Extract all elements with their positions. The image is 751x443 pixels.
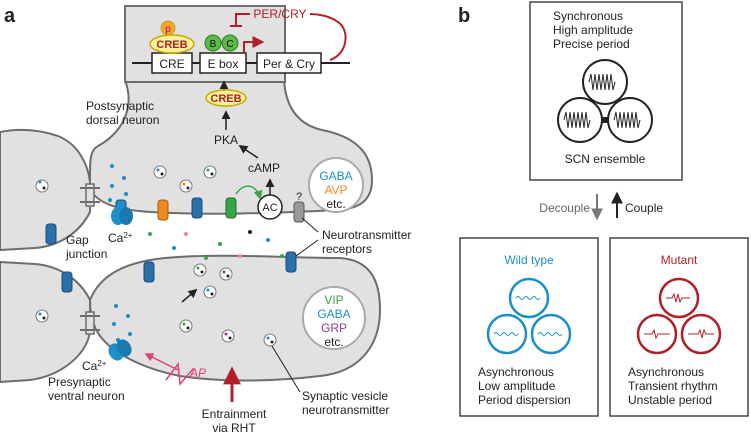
scn-ensemble-cells [557, 59, 653, 143]
creb-label: CREB [156, 39, 187, 51]
ca-upper-label: Ca2+ [108, 231, 133, 246]
feedback-label: PER/CRY [253, 7, 306, 21]
mutant-cells [636, 277, 722, 355]
wild-type-cells [486, 277, 572, 355]
ca-channel-lower [108, 339, 132, 361]
nt-receptor-label-line2: receptors [322, 242, 372, 256]
pre-gaba-label: GABA [317, 307, 350, 321]
wild-type-line2: Low amplitude [478, 379, 556, 393]
pre-transmitter-circle [302, 286, 366, 350]
calcium-dots-lower [112, 304, 132, 342]
mutant-line3: Unstable period [628, 393, 712, 407]
ac-label: AC [262, 202, 277, 214]
top-line3: Precise period [553, 37, 630, 51]
postsynaptic-label-line2: dorsal neuron [86, 113, 159, 127]
wild-type-line1: Asynchronous [478, 365, 554, 379]
top-line2: High amplitude [553, 23, 633, 37]
wild-type-box [459, 237, 599, 417]
ebox-element [199, 52, 247, 74]
camp-label: cAMP [248, 161, 280, 175]
post-vesicles [35, 165, 217, 193]
ap-arrow [144, 353, 179, 371]
panel-a-letter: a [4, 5, 16, 27]
ap-spike [165, 362, 195, 386]
pre-vesicles [35, 263, 277, 347]
entrainment-label-line1: Entrainment [202, 407, 267, 421]
receptor-pre-1 [143, 261, 155, 283]
ap-label: AP [189, 366, 206, 380]
ac-enzyme [257, 194, 283, 220]
per-cry-gene-label: Per & Cry [263, 57, 315, 71]
bmal-label: B [210, 39, 217, 50]
phosphate-circle [160, 20, 176, 36]
postsynaptic-label-line1: Postsynaptic [86, 99, 154, 113]
per-cry-gene [256, 52, 322, 74]
ca-lower-label: Ca2+ [82, 359, 107, 374]
scn-ensemble-caption: SCN ensemble [565, 152, 646, 166]
clock-circle [221, 34, 239, 52]
panel-b-letter: b [458, 5, 470, 27]
receptor-blue-1 [45, 223, 57, 245]
calcium-dots-upper [108, 164, 128, 202]
decouple-label: Decouple [539, 201, 590, 215]
creb-cytoplasm-label: CREB [210, 93, 241, 105]
mutant-box [609, 237, 749, 417]
pre-vip-label: VIP [324, 293, 343, 307]
nt-receptor-label-line1: Neurotransmitter [322, 228, 411, 242]
receptor-pre-2 [285, 251, 297, 273]
cleft-transmitters [148, 230, 284, 260]
receptor-pre-left [61, 271, 73, 293]
activation-arrow [235, 185, 263, 200]
mutant-title: Mutant [661, 253, 698, 267]
couple-label: Couple [625, 201, 663, 215]
ca-channel-upper [111, 207, 133, 225]
pre-etc-label: etc. [324, 335, 343, 349]
vesicle-release-arrow [181, 288, 198, 303]
vesicle-label-line1: Synaptic vesicle [302, 389, 388, 403]
phosphate-label: p [165, 24, 171, 35]
post-avp-label: AVP [324, 183, 347, 197]
pre-grp-label: GRP [321, 321, 347, 335]
vesicle-leader-line [271, 345, 301, 393]
wild-type-title: Wild type [504, 253, 554, 267]
ebox-label: E box [208, 57, 239, 71]
gap-junction-upper [80, 183, 100, 207]
left-lower-cell [0, 260, 91, 384]
mutant-line2: Transient rhythm [628, 379, 718, 393]
wild-type-line3: Period dispersion [478, 393, 571, 407]
creb-oval [149, 34, 195, 54]
gap-junction-label-line1: Gap [66, 233, 89, 247]
receptor-gray [293, 201, 305, 223]
creb-cytoplasm-oval [205, 89, 247, 107]
bmal-circle [204, 34, 222, 52]
post-etc-label: etc. [326, 197, 345, 211]
pka-label: PKA [214, 133, 238, 147]
transcription-arrow [243, 36, 265, 53]
top-line1: Synchronous [553, 9, 623, 23]
unknown-receptor-mark: ? [296, 191, 302, 203]
mutant-line1: Asynchronous [628, 365, 704, 379]
arrow-camp-pka [238, 145, 259, 159]
presynaptic-label-line2: ventral neuron [48, 389, 125, 403]
feedback-inhibition [235, 13, 250, 26]
nt-receptor-leader-2 [295, 239, 319, 257]
receptor-blue-3 [191, 197, 203, 219]
vesicle-label-line2: neurotransmitter [302, 403, 389, 417]
entrainment-label-line2: via RHT [212, 421, 256, 435]
nt-receptor-leader-1 [301, 217, 319, 233]
post-gaba-label: GABA [319, 169, 352, 183]
cre-label: CRE [159, 57, 184, 71]
receptor-orange [157, 199, 169, 221]
receptor-green [225, 197, 237, 219]
clock-label: C [226, 39, 233, 50]
gap-junction-lower [80, 311, 100, 335]
gap-junction-label-line2: junction [65, 247, 107, 261]
presynaptic-label-line1: Presynaptic [48, 375, 111, 389]
post-transmitter-circle [308, 157, 364, 213]
feedback-path [309, 13, 347, 61]
